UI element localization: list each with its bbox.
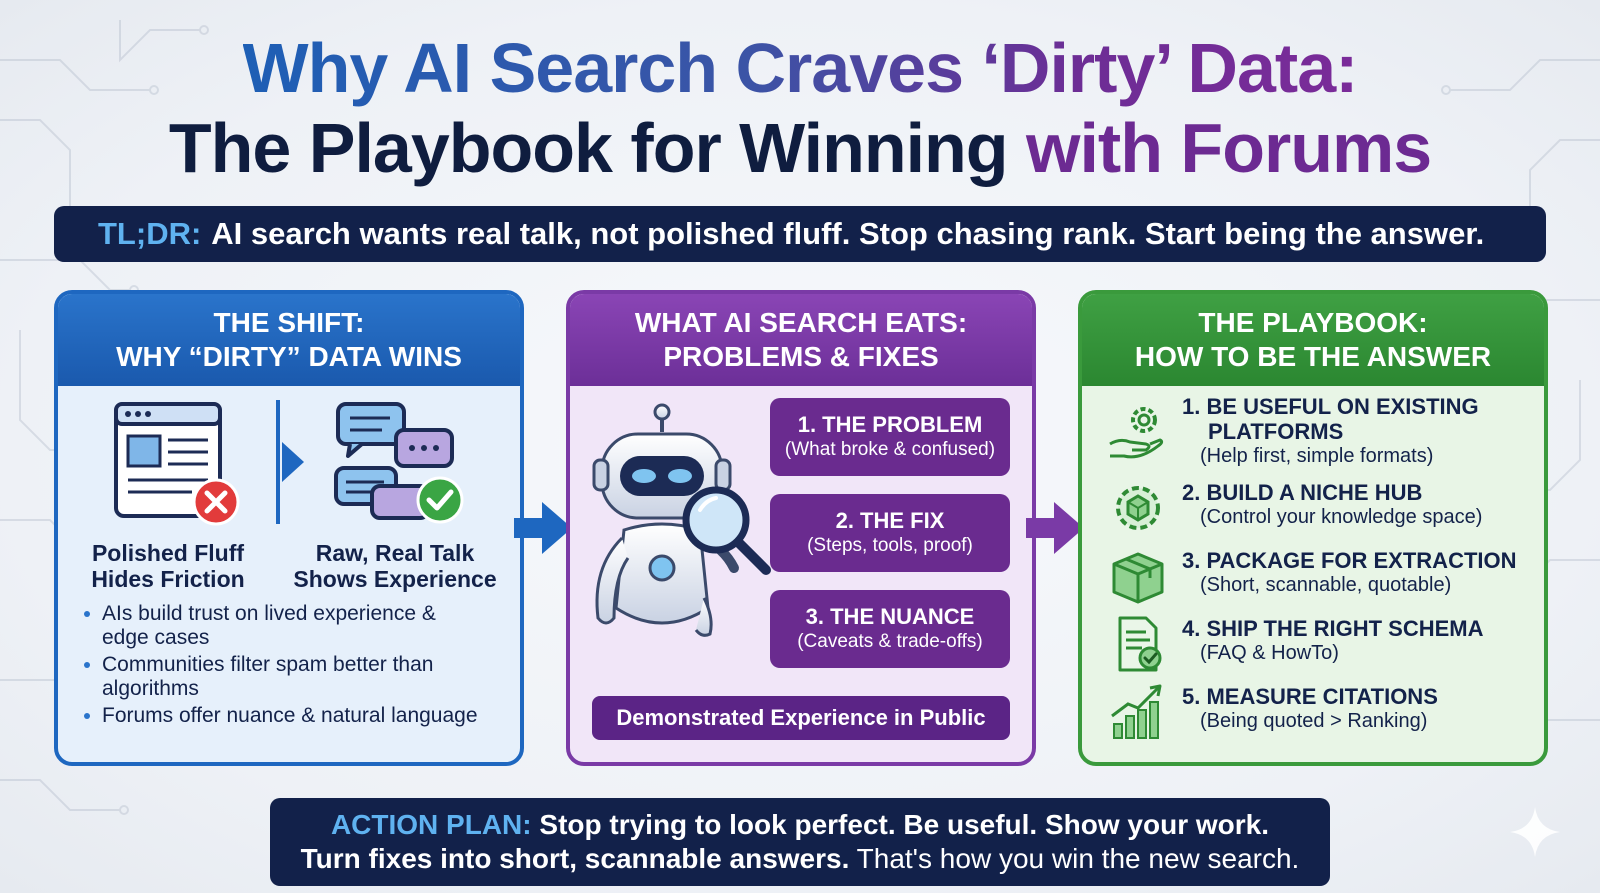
problem-title: 1. THE PROBLEM: [797, 412, 983, 437]
nuance-subtitle: (Caveats & trade-offs): [797, 631, 983, 652]
step-3-title: 3. PACKAGE FOR EXTRACTION: [1182, 548, 1517, 573]
panel-the-shift: THE SHIFT: WHY “DIRTY” DATA WINS: [54, 290, 524, 766]
title-line-2-part-b: with Forums: [1026, 109, 1432, 187]
action-plan-line-2: Turn fixes into short, scannable answers…: [270, 842, 1330, 876]
tldr-text: AI search wants real talk, not polished …: [211, 216, 1485, 251]
playbook-step-5: 5. MEASURE CITATIONS (Being quoted > Ran…: [1182, 684, 1438, 734]
problem-box: 1. THE PROBLEM (What broke & confused): [770, 398, 1010, 476]
raw-real-talk-caption: Raw, Real Talk Shows Experience: [290, 540, 500, 592]
growth-chart-icon: [1111, 684, 1162, 739]
shift-heading-line-1: THE SHIFT:: [213, 307, 365, 338]
fix-box: 2. THE FIX (Steps, tools, proof): [770, 494, 1010, 572]
action-plan-line-2-bold: Turn fixes into short, scannable answers…: [300, 843, 850, 874]
list-item: Forums offer nuance & natural language: [80, 704, 480, 728]
eats-heading-line-1: WHAT AI SEARCH EATS:: [634, 307, 968, 338]
step-4-subtitle: (FAQ & HowTo): [1200, 642, 1339, 664]
tldr-label: TL;DR:: [98, 216, 202, 251]
raw-real-talk-caption-line-2: Shows Experience: [293, 566, 497, 592]
title-line-1-text: Why AI Search Craves ‘Dirty’ Data:: [242, 29, 1359, 107]
step-1-subtitle: (Help first, simple formats): [1200, 445, 1434, 467]
fix-subtitle: (Steps, tools, proof): [807, 535, 973, 556]
chat-bubbles-check-icon: [334, 402, 464, 524]
action-plan-line-1: ACTION PLAN: Stop trying to look perfect…: [270, 808, 1330, 842]
step-3-subtitle: (Short, scannable, quotable): [1200, 574, 1452, 596]
panel-the-playbook-header: THE PLAYBOOK: HOW TO BE THE ANSWER: [1082, 294, 1544, 386]
playbook-heading-line-2: HOW TO BE THE ANSWER: [1134, 341, 1492, 372]
problem-subtitle: (What broke & confused): [784, 439, 996, 460]
panel-what-ai-search-eats-header: WHAT AI SEARCH EATS: PROBLEMS & FIXES: [570, 294, 1032, 386]
action-plan-banner: ACTION PLAN: Stop trying to look perfect…: [270, 798, 1330, 886]
title-line-2-part-a: The Playbook for Winning: [168, 109, 1027, 187]
browser-window-x-icon: [114, 402, 240, 526]
arrow-right-icon: [1026, 502, 1084, 554]
tldr-banner: TL;DR: AI search wants real talk, not pol…: [54, 206, 1546, 262]
demonstrated-experience-banner: Demonstrated Experience in Public: [592, 696, 1010, 740]
step-1-title: 1. BE USEFUL ON EXISTING: [1182, 394, 1479, 419]
eats-heading-line-2: PROBLEMS & FIXES: [663, 341, 939, 372]
polished-fluff-caption: Polished Fluff Hides Friction: [78, 540, 258, 592]
action-plan-line-2-rest: That's how you win the new search.: [856, 843, 1300, 874]
action-plan-line-1-text: Stop trying to look perfect. Be useful. …: [539, 809, 1270, 840]
panel-what-ai-search-eats: WHAT AI SEARCH EATS: PROBLEMS & FIXES 1.…: [566, 290, 1036, 766]
panel-the-playbook: THE PLAYBOOK: HOW TO BE THE ANSWER 1. BE…: [1078, 290, 1548, 766]
main-title-line-1: Why AI Search Craves ‘Dirty’ Data:: [0, 28, 1600, 108]
hand-gear-icon: [1109, 407, 1164, 459]
polished-fluff-caption-line-2: Hides Friction: [91, 566, 245, 592]
sparkle-icon: [1510, 807, 1560, 857]
robot-magnifier-icon: [592, 403, 771, 637]
playbook-step-3: 3. PACKAGE FOR EXTRACTION (Short, scanna…: [1182, 548, 1517, 598]
raw-real-talk-caption-line-1: Raw, Real Talk: [315, 540, 475, 566]
playbook-step-2: 2. BUILD A NICHE HUB (Control your knowl…: [1182, 480, 1482, 530]
list-item: AIs build trust on lived experience & ed…: [80, 602, 480, 650]
chevron-right-icon: [276, 400, 304, 524]
nuance-box: 3. THE NUANCE (Caveats & trade-offs): [770, 590, 1010, 668]
playbook-step-1: 1. BE USEFUL ON EXISTING PLATFORMS (Help…: [1182, 394, 1479, 469]
panel-the-shift-header: THE SHIFT: WHY “DIRTY” DATA WINS: [58, 294, 520, 386]
shift-heading-line-2: WHY “DIRTY” DATA WINS: [116, 341, 462, 372]
list-item: Communities filter spam better than algo…: [80, 653, 480, 701]
package-icon: [1112, 552, 1164, 604]
arrow-right-icon: [514, 502, 572, 554]
hub-gear-icon: [1116, 486, 1160, 530]
step-4-title: 4. SHIP THE RIGHT SCHEMA: [1182, 616, 1484, 641]
playbook-step-4: 4. SHIP THE RIGHT SCHEMA (FAQ & HowTo): [1182, 616, 1484, 666]
nuance-title: 3. THE NUANCE: [805, 604, 975, 629]
document-check-icon: [1118, 616, 1162, 672]
step-2-title: 2. BUILD A NICHE HUB: [1182, 480, 1423, 505]
action-plan-label: ACTION PLAN:: [330, 809, 532, 840]
step-5-title: 5. MEASURE CITATIONS: [1182, 684, 1438, 709]
fix-title: 2. THE FIX: [835, 508, 945, 533]
main-title-line-2: The Playbook for Winning with Forums: [0, 108, 1600, 188]
polished-fluff-caption-line-1: Polished Fluff: [91, 540, 245, 566]
step-1-title-continued: PLATFORMS: [1208, 419, 1344, 444]
step-5-subtitle: (Being quoted > Ranking): [1200, 710, 1428, 732]
step-2-subtitle: (Control your knowledge space): [1200, 506, 1483, 528]
shift-bullet-list: AIs build trust on lived experience & ed…: [80, 602, 480, 731]
playbook-heading-line-1: THE PLAYBOOK:: [1198, 307, 1428, 338]
